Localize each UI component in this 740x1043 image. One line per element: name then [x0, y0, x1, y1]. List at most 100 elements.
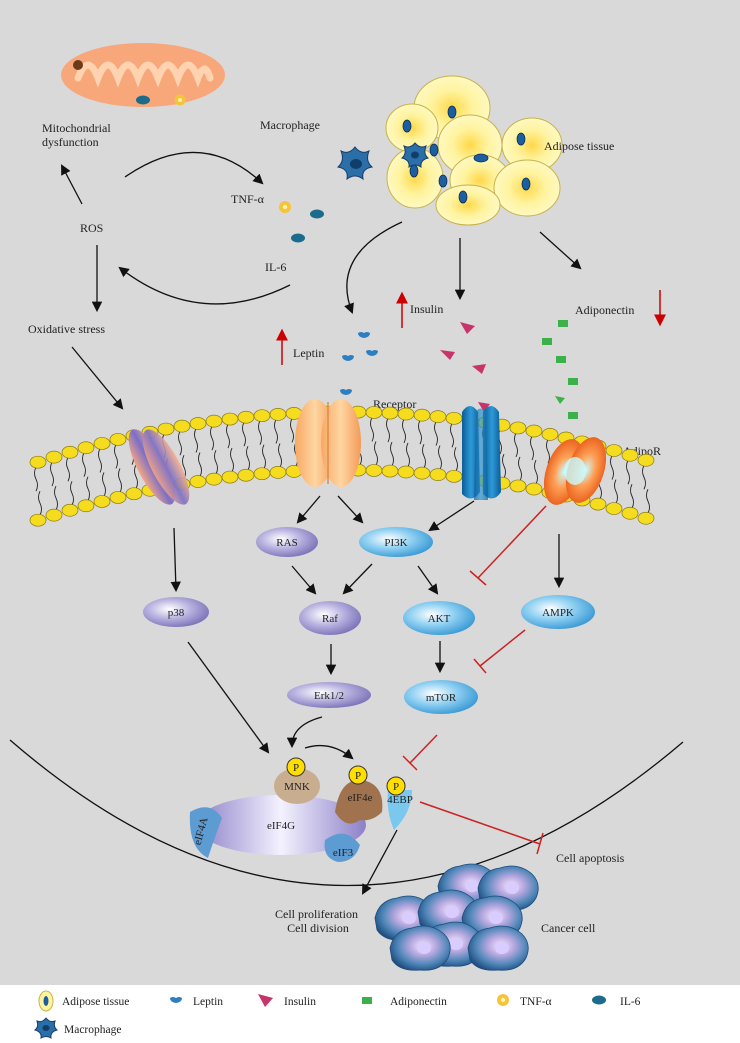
cancer-cell-nucleus [417, 942, 431, 954]
lipid-head [413, 408, 431, 422]
svg-text:RAS: RAS [276, 537, 297, 549]
svg-text:eIF4G: eIF4G [267, 820, 295, 832]
il6-icon [291, 209, 324, 243]
legend-insulin-icon [258, 994, 273, 1007]
lipid-head [605, 502, 623, 515]
lipid-tail [98, 448, 102, 473]
lipid-head [509, 479, 527, 493]
node-raf: Raf [299, 601, 361, 635]
cancer-cell-nucleus [489, 912, 503, 924]
lipid-head [509, 421, 527, 435]
lipid-tail [262, 444, 266, 469]
lipid-head [29, 513, 47, 527]
phosphate-mnk: P [286, 757, 306, 777]
il6-label: IL-6 [265, 260, 286, 274]
lipid-head [381, 406, 399, 420]
lipid-tail [274, 419, 278, 444]
oxidative-stress-label: Oxidative stress [28, 322, 105, 336]
node-akt: AKT [403, 601, 475, 635]
legend-tnf-label: TNF-α [520, 996, 552, 1008]
insulin-label: Insulin [410, 302, 443, 316]
lipid-tail [406, 442, 410, 468]
svg-text:PI3K: PI3K [384, 537, 407, 549]
mitochondrion-icon [61, 43, 225, 107]
lipid-tail [214, 449, 218, 475]
adiponectin-molecules [542, 320, 578, 419]
adipose-tissue-label: Adipose tissue [544, 139, 614, 153]
svg-text:mTOR: mTOR [426, 692, 457, 704]
lipid-tail [70, 481, 74, 506]
lipid-tail [226, 423, 230, 449]
cancer-cell-nucleus [505, 882, 519, 894]
lipid-tail [50, 461, 54, 487]
lipid-tail [54, 485, 58, 511]
lipid-tail [230, 447, 234, 473]
mnk-protein: MNK [274, 768, 320, 804]
node-ras: RAS [256, 527, 318, 557]
lipid-head [61, 503, 79, 517]
lipid-tail [438, 445, 442, 470]
macrophage-icon [336, 146, 374, 181]
lipid-tail [514, 432, 518, 458]
4ebp-protein: 4EBP [387, 790, 413, 830]
lipid-tail [194, 428, 198, 453]
lipid-head [221, 412, 239, 426]
lipid-head [525, 424, 543, 438]
lipid-tail [614, 479, 618, 504]
oxstress-to-receptor-arrow [71, 346, 124, 410]
cancer-cell-label: Cancer cell [541, 921, 596, 935]
lipid-tail [246, 446, 250, 471]
legend-leptin-label: Leptin [193, 996, 223, 1008]
lipid-head [589, 497, 607, 511]
lipid-head [429, 410, 447, 423]
lipid-tail [434, 421, 438, 446]
cancer-cell-nucleus [402, 912, 416, 924]
lipid-head [381, 464, 399, 478]
legend-adiponectin-icon [362, 997, 372, 1004]
lipid-head [541, 428, 559, 441]
node-pi3k: PI3K [359, 527, 433, 557]
il6-to-ros-arrow [118, 266, 291, 305]
lipid-head [237, 468, 255, 482]
lipid-head [445, 411, 463, 425]
ros-to-mito-arrow [61, 164, 83, 205]
receptor-orange [295, 399, 361, 487]
legend-adipose-label: Adipose tissue [62, 996, 129, 1008]
lipid-tail [518, 456, 522, 482]
lipid-head [365, 406, 383, 419]
lipid-tail [390, 441, 394, 467]
lipid-head [397, 465, 415, 479]
lipid-head [29, 455, 47, 469]
lipid-tail [418, 419, 422, 445]
legend-leptin-icon [170, 997, 182, 1003]
lipid-tail [34, 466, 38, 492]
lipid-head [77, 499, 95, 513]
svg-text:p38: p38 [168, 607, 185, 619]
adipor-receptor [543, 437, 607, 505]
lipid-tail [66, 457, 70, 482]
cell-proliferation-label: Cell proliferation Cell division [275, 907, 361, 935]
lipid-head [621, 448, 639, 462]
lipid-tail [178, 430, 182, 456]
ros-to-tnf-arrow [124, 151, 264, 185]
lipid-tail [646, 489, 650, 514]
svg-text:MNK: MNK [284, 781, 310, 793]
lipid-tail [290, 418, 294, 443]
lipid-tail [258, 420, 262, 445]
lipid-head [77, 441, 95, 455]
lipid-tail [182, 454, 186, 480]
cancer-cell-nucleus [465, 880, 479, 892]
lipid-head [109, 433, 127, 446]
lipid-head [125, 487, 143, 501]
adipocyte-nuclei [402, 105, 531, 204]
node-p38: p38 [143, 597, 209, 627]
svg-text:Raf: Raf [322, 613, 338, 625]
lipid-head [93, 437, 111, 450]
svg-text:4EBP: 4EBP [387, 794, 413, 806]
lipid-head [205, 414, 223, 428]
lipid-head [269, 408, 287, 421]
lipid-tail [38, 490, 42, 516]
legend-adipose-cell-icon [38, 990, 54, 1012]
legend: Adipose tissue Leptin Insulin Adiponecti… [33, 990, 641, 1039]
legend-macrophage-label: Macrophage [64, 1024, 121, 1036]
